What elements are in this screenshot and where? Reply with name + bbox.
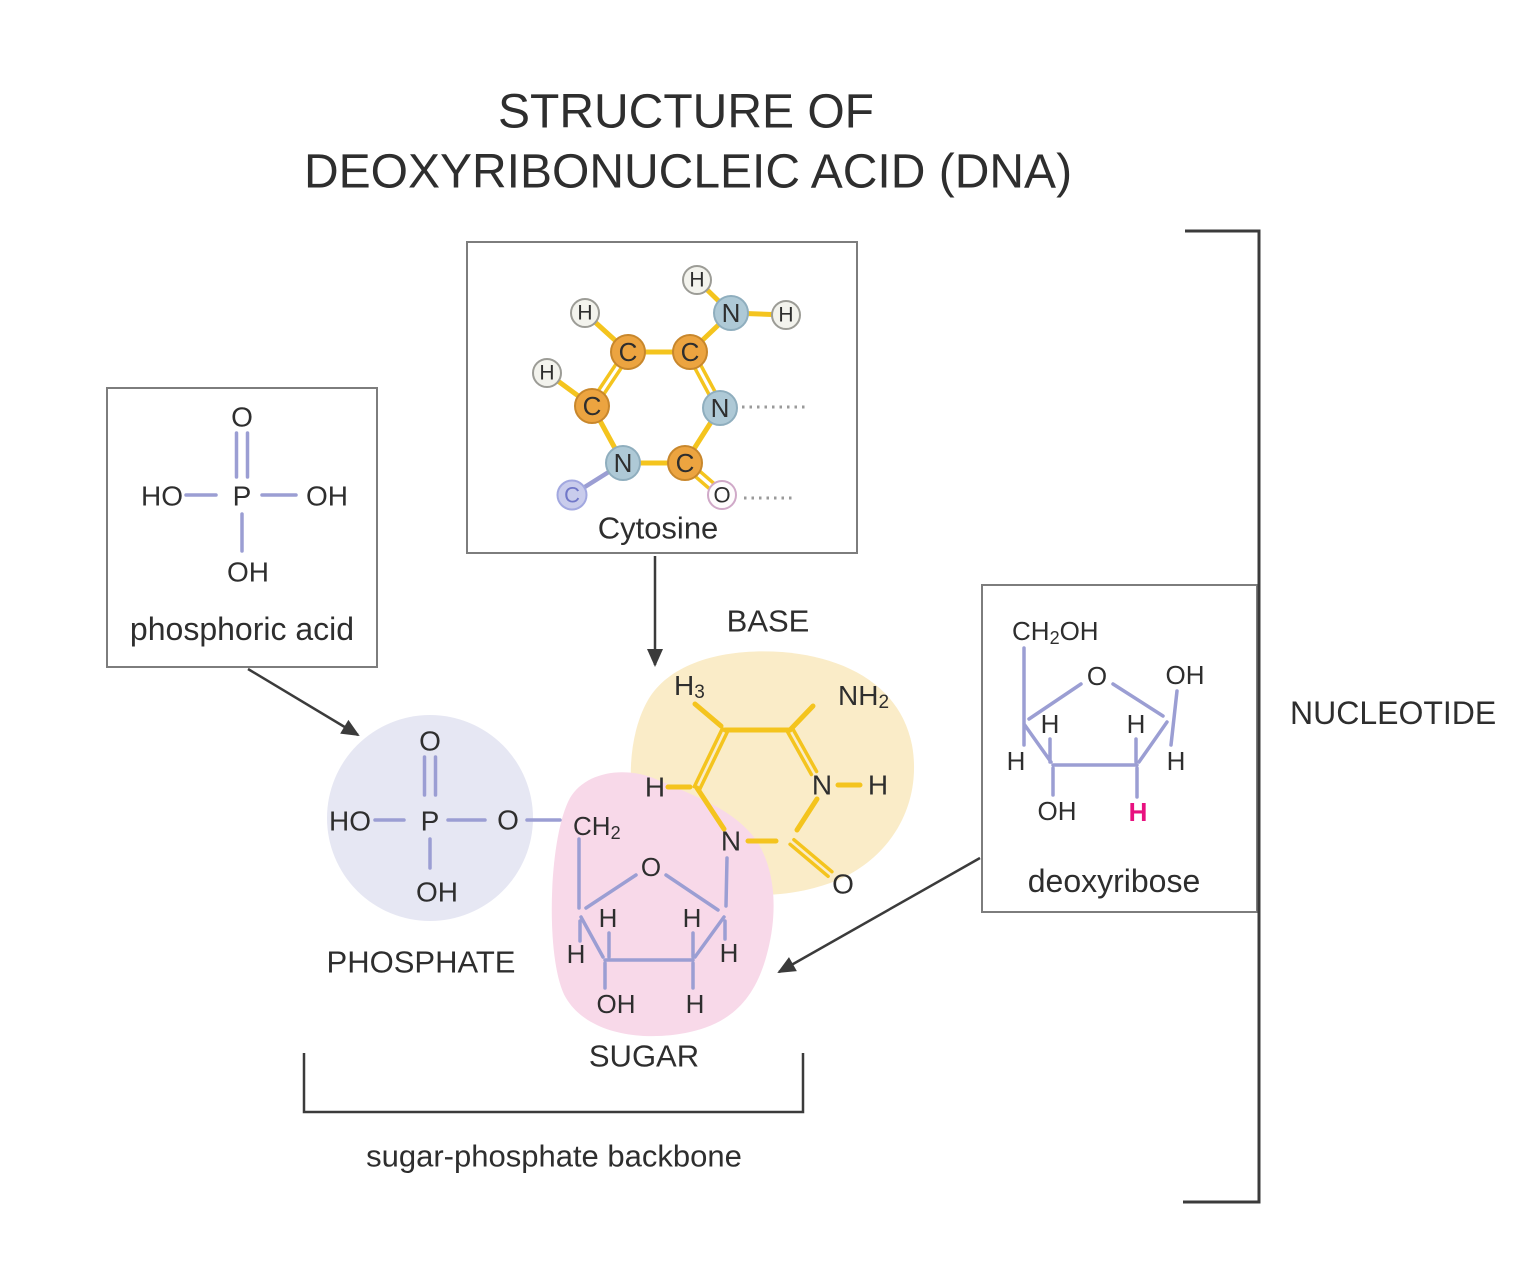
- svg-text:C: C: [676, 448, 695, 478]
- atom-hydrogen: H: [682, 265, 712, 295]
- arrow-deoxyribose-to-sugar: [777, 856, 981, 974]
- deoxyribose-box: [981, 584, 1258, 913]
- sugar-highlight-blob: [551, 772, 774, 1037]
- ch2oh-label: CH2OH: [1012, 616, 1099, 648]
- h-label: H: [599, 903, 618, 933]
- p-label: P: [421, 806, 440, 837]
- ring-oxygen-label: O: [1087, 661, 1107, 691]
- nucleotide-label: NUCLEOTIDE: [1290, 695, 1496, 731]
- svg-text:C: C: [564, 483, 580, 508]
- h-label-magenta: H: [1129, 797, 1148, 827]
- deoxyribose-bonds: [1022, 646, 1179, 799]
- oh-label: OH: [306, 481, 348, 512]
- deoxyribose-panel: CH2OH O OH H H H H OH H deoxyribose: [981, 584, 1258, 913]
- cytosine-label: Cytosine: [598, 511, 719, 546]
- ho-label: HO: [329, 806, 371, 837]
- cytosine-box: [466, 241, 858, 554]
- base-group: H3 NH2 H N H N O BASE: [645, 604, 889, 900]
- atom-carbon-c6: C: [574, 388, 610, 424]
- h-label: H: [567, 939, 586, 969]
- phosphate-bonds: [373, 755, 562, 870]
- nucleotide-bracket-line: [1183, 229, 1261, 1204]
- sugar-group: CH2 O H H H H OH H SUGAR: [567, 811, 739, 1074]
- atom-nitrogen-n1: N: [605, 445, 641, 481]
- svg-text:H: H: [577, 302, 592, 325]
- sugar-label: SUGAR: [589, 1039, 699, 1074]
- atom-hydrogen: H: [570, 298, 600, 328]
- svg-text:N: N: [711, 393, 730, 423]
- h-label: H: [1167, 746, 1186, 776]
- h-label: H: [1127, 709, 1146, 739]
- svg-text:C: C: [681, 337, 700, 367]
- atom-carbon-sugar-link: C: [556, 479, 588, 511]
- o-label: O: [231, 402, 253, 433]
- atom-carbon-c5: C: [610, 334, 646, 370]
- sugar-bonds: [577, 837, 729, 990]
- h-label: H: [1041, 709, 1060, 739]
- o-label: O: [832, 869, 854, 900]
- svg-text:H: H: [778, 304, 793, 327]
- base-label: BASE: [727, 604, 810, 639]
- svg-text:H: H: [689, 269, 704, 292]
- oh-label: OH: [227, 557, 269, 588]
- title-line-2: DEOXYRIBONUCLEIC ACID (DNA): [304, 146, 1072, 199]
- atom-carbon-c4: C: [672, 334, 708, 370]
- atom-nitrogen-amine: N: [713, 295, 749, 331]
- p-label: P: [233, 481, 252, 512]
- deoxyribose-label: deoxyribose: [1028, 863, 1201, 899]
- cytosine-double-bonds: [587, 348, 726, 500]
- o-bridge-label: O: [497, 805, 519, 836]
- atom-hydrogen: H: [532, 358, 562, 388]
- cytosine-panel: H N H H C C H C N N C O C Cytosine: [466, 241, 858, 554]
- svg-text:H: H: [539, 362, 554, 385]
- backbone-bracket: sugar-phosphate backbone: [302, 1053, 805, 1174]
- oh-label: OH: [416, 877, 458, 908]
- atom-nitrogen-n3: N: [702, 390, 738, 426]
- backbone-bracket-line: [302, 1053, 805, 1114]
- phosphate-highlight-blob: [327, 715, 533, 921]
- phosphate-label: PHOSPHATE: [327, 945, 516, 980]
- h-label: H: [686, 989, 705, 1019]
- title-line-1: STRUCTURE OF: [498, 86, 874, 139]
- base-single-bonds: [665, 701, 863, 844]
- oh-label: OH: [1166, 660, 1205, 690]
- svg-text:N: N: [614, 448, 633, 478]
- svg-text:N: N: [722, 298, 741, 328]
- backbone-label: sugar-phosphate backbone: [366, 1139, 742, 1174]
- svg-text:C: C: [583, 391, 602, 421]
- ch2-label: CH2: [573, 811, 621, 843]
- atom-carbon-c2: C: [667, 445, 703, 481]
- h3-label: H3: [674, 670, 705, 703]
- phosphoric-acid-panel: O HO P OH OH phosphoric acid: [106, 387, 378, 668]
- phosphate-group: O HO P O OH PHOSPHATE: [327, 726, 562, 980]
- phosphoric-acid-box: [106, 387, 378, 668]
- nucleotide-bracket: NUCLEOTIDE: [1183, 229, 1496, 1204]
- svg-text:C: C: [619, 337, 638, 367]
- cytosine-single-bonds: [544, 277, 789, 466]
- arrows: [247, 556, 981, 974]
- h-label: H: [683, 903, 702, 933]
- h-label: H: [868, 770, 888, 801]
- svg-text:O: O: [713, 483, 730, 508]
- h-label: H: [1007, 746, 1026, 776]
- n-label: N: [721, 826, 741, 857]
- base-double-bonds: [692, 726, 834, 879]
- phosphoric-acid-bonds: [184, 431, 298, 553]
- oh-label: OH: [1038, 796, 1077, 826]
- ho-label: HO: [141, 481, 183, 512]
- o-label: O: [419, 726, 441, 757]
- ring-oxygen-label: O: [641, 852, 661, 882]
- atom-hydrogen: H: [771, 300, 801, 330]
- phosphoric-acid-label: phosphoric acid: [130, 611, 354, 647]
- arrow-phosphoric-to-phosphate: [247, 667, 360, 737]
- oh-label: OH: [597, 989, 636, 1019]
- atom-oxygen: O: [707, 480, 737, 510]
- n-label: N: [812, 770, 832, 801]
- h-label: H: [720, 938, 739, 968]
- h-label: H: [645, 772, 665, 803]
- nh2-label: NH2: [838, 680, 889, 713]
